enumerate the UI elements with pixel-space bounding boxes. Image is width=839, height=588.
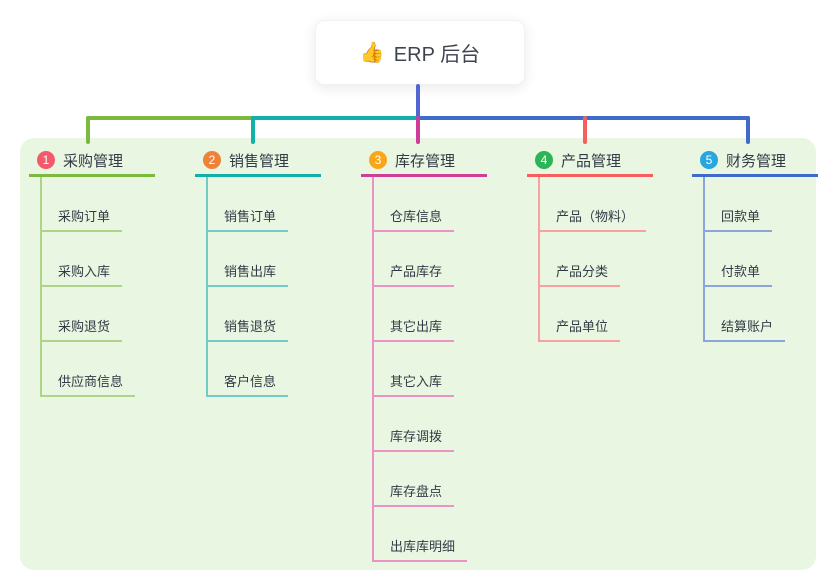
child-node[interactable]: 产品单位 [538, 314, 621, 342]
bus-segment-teal [251, 116, 420, 120]
root-node-label: ERP 后台 [393, 44, 481, 66]
child-node[interactable]: 产品分类 [538, 259, 621, 287]
branch-number-badge: 1 [37, 151, 55, 169]
bus-segment-green [86, 116, 255, 120]
child-node[interactable]: 其它出库 [372, 314, 455, 342]
branch-spine-line [703, 177, 705, 342]
child-node[interactable]: 产品（物料） [538, 204, 647, 232]
child-node[interactable]: 库存调拨 [372, 424, 455, 452]
child-node[interactable]: 采购订单 [40, 204, 123, 232]
branch-node[interactable]: 2 销售管理 [195, 146, 321, 177]
branch-spine-line [372, 177, 374, 562]
branch-spine-line [206, 177, 208, 397]
root-node[interactable]: 👍 ERP 后台 [315, 20, 525, 85]
branch-spine-line [40, 177, 42, 397]
branch-number-badge: 4 [535, 151, 553, 169]
branch-drop-line [416, 116, 420, 144]
child-node[interactable]: 库存盘点 [372, 479, 455, 507]
branch-node-label: 销售管理 [229, 152, 290, 170]
branch-drop-line [251, 116, 255, 144]
child-node[interactable]: 付款单 [703, 259, 773, 287]
branch-spine-line [538, 177, 540, 342]
child-node[interactable]: 采购退货 [40, 314, 123, 342]
branch-node-label: 财务管理 [726, 152, 787, 170]
branch-drop-line [583, 116, 587, 144]
branches-panel [20, 138, 816, 570]
branch-number-badge: 3 [369, 151, 387, 169]
branch-node-label: 采购管理 [63, 152, 124, 170]
child-node[interactable]: 其它入库 [372, 369, 455, 397]
child-node[interactable]: 销售订单 [206, 204, 289, 232]
child-node[interactable]: 客户信息 [206, 369, 289, 397]
branch-number-badge: 2 [203, 151, 221, 169]
thumbs-up-icon: 👍 [359, 42, 385, 64]
branch-node[interactable]: 4 产品管理 [527, 146, 653, 177]
branch-node-label: 库存管理 [395, 152, 456, 170]
branch-drop-line [746, 116, 750, 144]
branch-node[interactable]: 3 库存管理 [361, 146, 487, 177]
child-node[interactable]: 销售退货 [206, 314, 289, 342]
branch-number-badge: 5 [700, 151, 718, 169]
child-node[interactable]: 仓库信息 [372, 204, 455, 232]
root-connector-line [416, 84, 420, 120]
branch-node[interactable]: 5 财务管理 [692, 146, 818, 177]
branch-node-label: 产品管理 [561, 152, 622, 170]
child-node[interactable]: 回款单 [703, 204, 773, 232]
child-node[interactable]: 采购入库 [40, 259, 123, 287]
child-node[interactable]: 供应商信息 [40, 369, 136, 397]
branch-node[interactable]: 1 采购管理 [29, 146, 155, 177]
child-node[interactable]: 结算账户 [703, 314, 786, 342]
child-node[interactable]: 销售出库 [206, 259, 289, 287]
child-node[interactable]: 产品库存 [372, 259, 455, 287]
branch-drop-line [86, 116, 90, 144]
child-node[interactable]: 出库库明细 [372, 534, 468, 562]
